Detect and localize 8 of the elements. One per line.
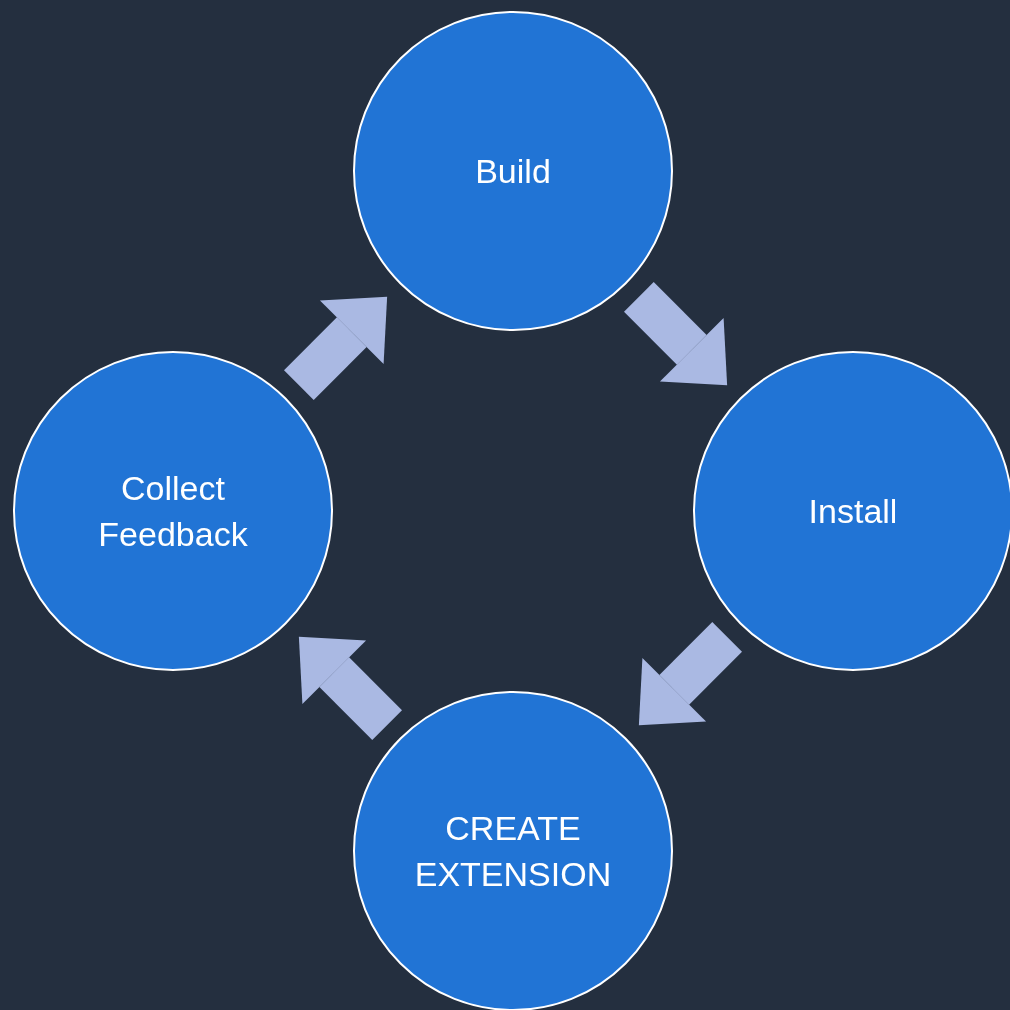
stage-label: Build: [474, 151, 552, 192]
block-arrow: [624, 282, 728, 386]
stage-label: CREATE EXTENSION: [413, 808, 613, 895]
stage-label: Install: [807, 491, 899, 532]
block-arrow: [298, 636, 402, 740]
block-arrow: [638, 622, 742, 726]
block-arrow: [284, 296, 388, 400]
stage-label: Collect Feedback: [97, 468, 249, 555]
